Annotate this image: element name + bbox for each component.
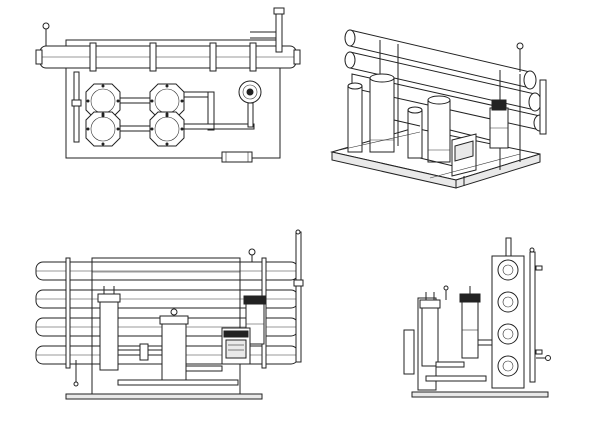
side-panel-box: [403, 329, 415, 375]
front-filter-housing-1: [97, 286, 121, 371]
iso-filter-housing-1: [347, 82, 363, 153]
iso-control-panel: [451, 133, 477, 186]
side-filter-housing: [419, 292, 441, 367]
iso-filter-housing-2: [369, 73, 395, 153]
iso-view: [330, 29, 547, 189]
front-control-panel: [221, 327, 251, 365]
front-filter-housing-2: [159, 308, 189, 381]
side-base: [411, 391, 549, 398]
front-base: [65, 393, 263, 400]
top-filter-2: [85, 111, 121, 147]
top-pump: [238, 80, 262, 104]
side-view: [403, 237, 551, 398]
iso-pump: [489, 99, 509, 149]
top-control-box: [221, 151, 253, 163]
front-pressure-gauge: [248, 248, 256, 256]
top-riser-pipe: [275, 11, 283, 53]
side-membrane-stack: [491, 255, 525, 389]
top-view: [35, 7, 301, 163]
top-gauge-left: [42, 22, 50, 30]
front-view: [35, 229, 304, 400]
side-pump: [459, 293, 481, 359]
iso-filter-housing-3: [427, 95, 451, 163]
top-base-frame: [65, 39, 281, 159]
side-membrane-end-3: [497, 323, 519, 345]
side-membrane-end-1: [497, 259, 519, 281]
side-membrane-end-2: [497, 291, 519, 313]
side-membrane-end-4: [497, 355, 519, 377]
